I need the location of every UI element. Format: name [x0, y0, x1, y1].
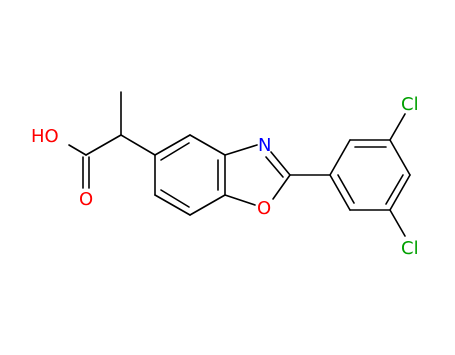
bond-c-oh: [68, 144, 87, 156]
bond-ph-4: [389, 174, 411, 211]
bond-ring-inner-1: [160, 142, 190, 161]
bond-ring-4: [189, 194, 226, 216]
bond-ph-3: [389, 139, 411, 176]
carbonyl-o-label: O: [79, 189, 93, 210]
bond-n-c2-double-b: [265, 156, 284, 178]
bond-ring-1: [154, 134, 191, 156]
bond-alpha-ring: [120, 134, 156, 156]
bond-ring-2: [189, 134, 226, 156]
ring-n-label: N: [258, 135, 271, 156]
bond-n-c2-double-a: [270, 151, 291, 176]
atom-labels: HO O N O Cl Cl: [31, 94, 419, 259]
bond-cl-bottom: [389, 209, 406, 237]
bond-alpha-carboxyl: [85, 134, 122, 156]
bond-c3a-n: [224, 144, 258, 156]
bonds: [68, 91, 411, 237]
bond-o-c7a: [224, 194, 256, 206]
bond-ph-inner-3: [337, 174, 355, 204]
cl-bottom-label: Cl: [401, 238, 419, 259]
bond-ph-1: [329, 139, 351, 176]
bond-cl-top: [389, 113, 406, 141]
oh-label: HO: [31, 126, 59, 147]
bond-ph-6: [329, 174, 351, 211]
cl-top-label: Cl: [401, 94, 419, 115]
bond-ring-inner-3: [160, 189, 190, 208]
bond-c2-o: [272, 174, 291, 200]
bond-ph-inner-2: [385, 174, 404, 205]
ring-o-label: O: [257, 198, 271, 219]
bond-ring-5: [154, 194, 191, 216]
